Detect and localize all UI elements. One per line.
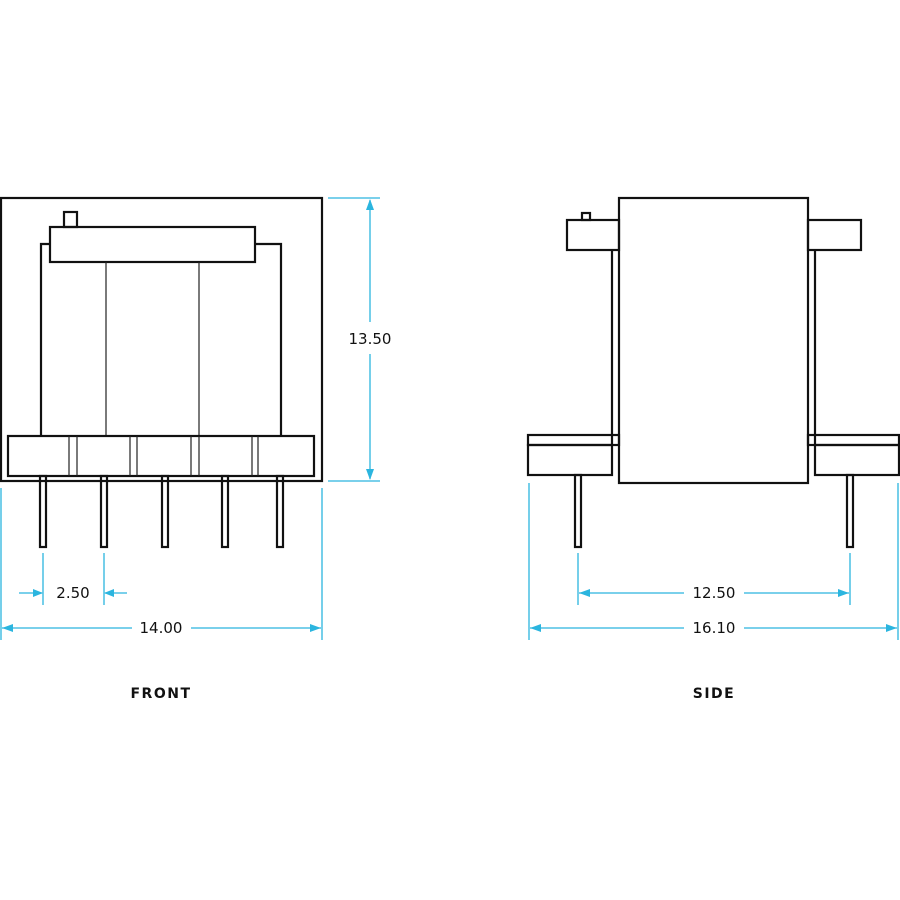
pin-span-label: 12.50: [693, 584, 736, 602]
pin: [160, 474, 170, 549]
height-dimension: 13.50: [328, 197, 392, 482]
front-frame-left: [39, 242, 50, 436]
front-bobbin-top: [48, 225, 257, 264]
front-tab: [62, 210, 79, 229]
side-view-title: SIDE: [693, 686, 735, 702]
height-label: 13.50: [349, 330, 392, 348]
side-width-dimension: 16.10: [528, 483, 899, 640]
pin-pitch-label: 2.50: [56, 584, 89, 602]
front-base: [6, 434, 316, 478]
side-base-strip-right: [806, 433, 900, 447]
side-view: 12.50 16.10 SIDE: [526, 196, 900, 702]
front-width-label: 14.00: [140, 619, 183, 637]
side-body: [617, 196, 810, 485]
front-width-dimension: 14.00: [0, 488, 323, 640]
side-top-flange-left: [565, 218, 621, 252]
pin: [220, 474, 230, 549]
side-base-right: [813, 443, 900, 477]
front-frame-right: [255, 242, 283, 436]
front-view: 13.50 2.50 14.00 FRONT: [0, 196, 392, 702]
pin: [38, 474, 48, 549]
pin-pitch-dimension: 2.50: [19, 553, 127, 605]
side-top-flange-right: [806, 218, 863, 252]
side-width-label: 16.10: [693, 619, 736, 637]
pin: [845, 473, 855, 549]
pin: [573, 473, 583, 549]
side-base-left: [526, 443, 614, 477]
side-base-strip-left: [526, 433, 621, 447]
pin: [275, 474, 285, 549]
front-view-title: FRONT: [130, 686, 191, 702]
pin-span-dimension: 12.50: [577, 553, 851, 605]
base-slots: [68, 436, 259, 476]
pin: [99, 474, 109, 549]
front-pins: [38, 474, 285, 549]
